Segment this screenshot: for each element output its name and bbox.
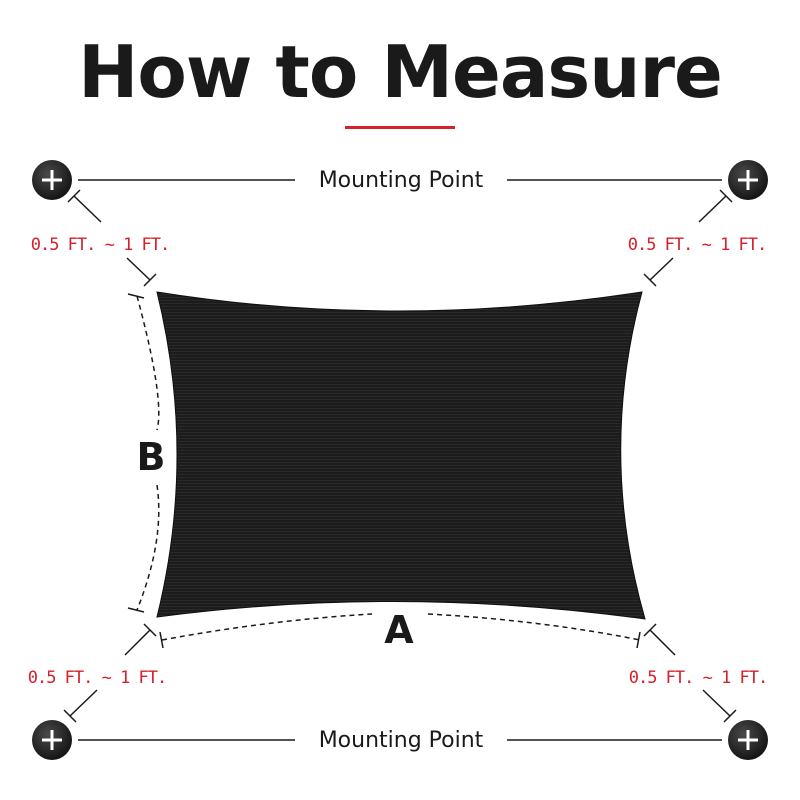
plus-circle-icon <box>728 720 768 760</box>
offset-label-top-right: 0.5 FT. ~ 1 FT. <box>628 235 767 255</box>
dimension-b-guide <box>127 293 160 613</box>
offset-label-top-left: 0.5 FT. ~ 1 FT. <box>31 235 170 255</box>
offset-guide-bottom-left <box>63 623 157 723</box>
dimension-a-guide <box>159 613 641 649</box>
offset-guide-top-right <box>643 189 733 287</box>
shade-sail <box>156 291 646 620</box>
offset-guide-bottom-right <box>643 623 737 723</box>
plus-circle-icon <box>728 160 768 200</box>
offset-label-bottom-left: 0.5 FT. ~ 1 FT. <box>28 668 167 688</box>
offset-guide-top-left <box>67 189 157 287</box>
plus-circle-icon <box>32 720 72 760</box>
top-mount-label: Mounting Point <box>319 168 484 193</box>
bottom-mount-label: Mounting Point <box>319 728 484 753</box>
dimension-a-label: A <box>384 608 414 652</box>
plus-circle-icon <box>32 160 72 200</box>
offset-label-bottom-right: 0.5 FT. ~ 1 FT. <box>629 668 768 688</box>
dimension-b-label: B <box>137 435 166 479</box>
page-title: How to Measure <box>78 30 723 114</box>
title-underline <box>345 126 455 129</box>
